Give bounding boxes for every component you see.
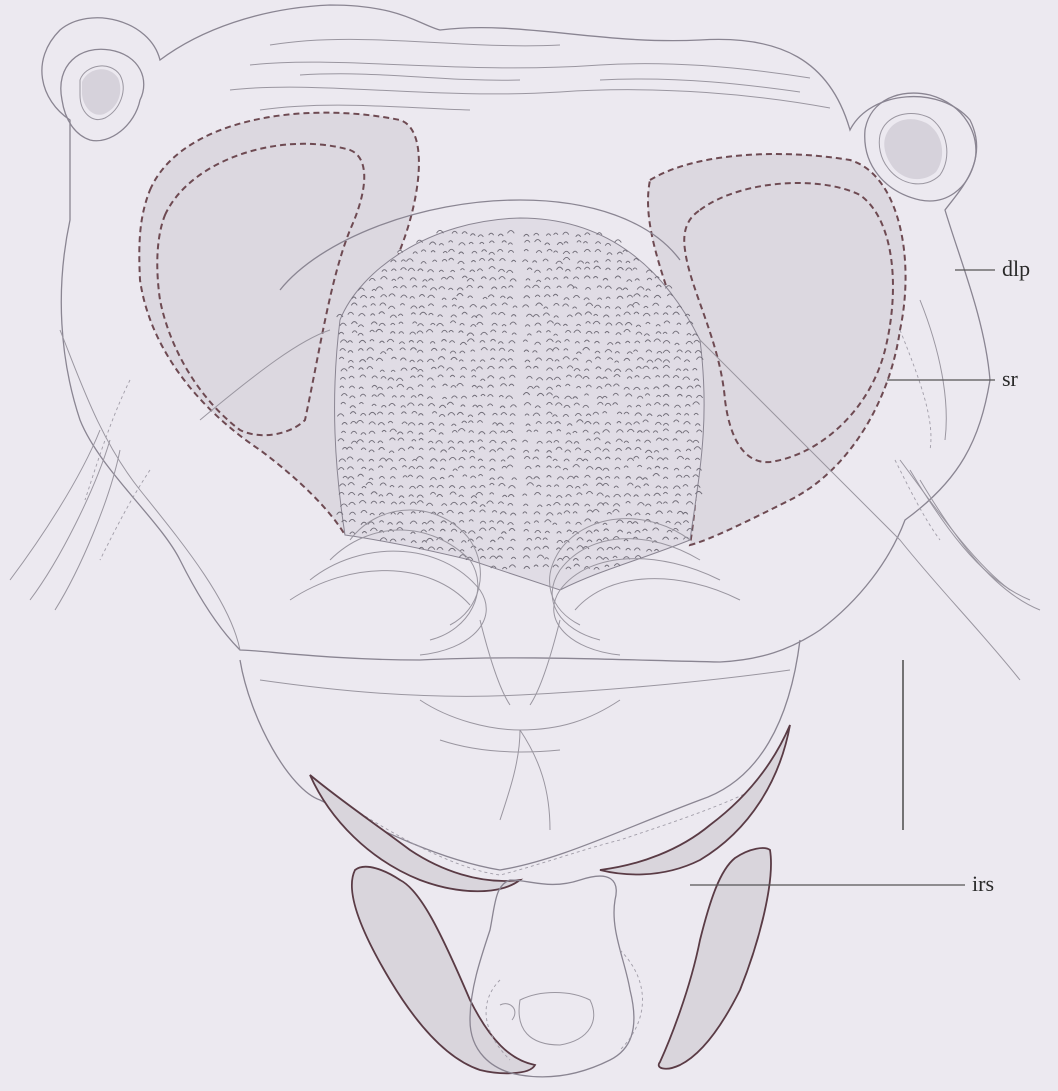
left-mandible-lower [352, 867, 535, 1074]
label-sr: sr [1002, 368, 1018, 390]
right-antennal-fill [884, 119, 942, 179]
left-mandible-upper [310, 775, 520, 891]
label-dlp: dlp [1002, 258, 1030, 280]
right-mandible-lower [659, 848, 771, 1069]
label-irs: irs [972, 873, 994, 895]
left-antennal-fill [82, 69, 120, 114]
dorsal-wrinkles [230, 39, 830, 110]
labrum-center [519, 993, 594, 1046]
labrum-left-lobe [500, 1004, 515, 1020]
texture-arc [615, 240, 622, 243]
